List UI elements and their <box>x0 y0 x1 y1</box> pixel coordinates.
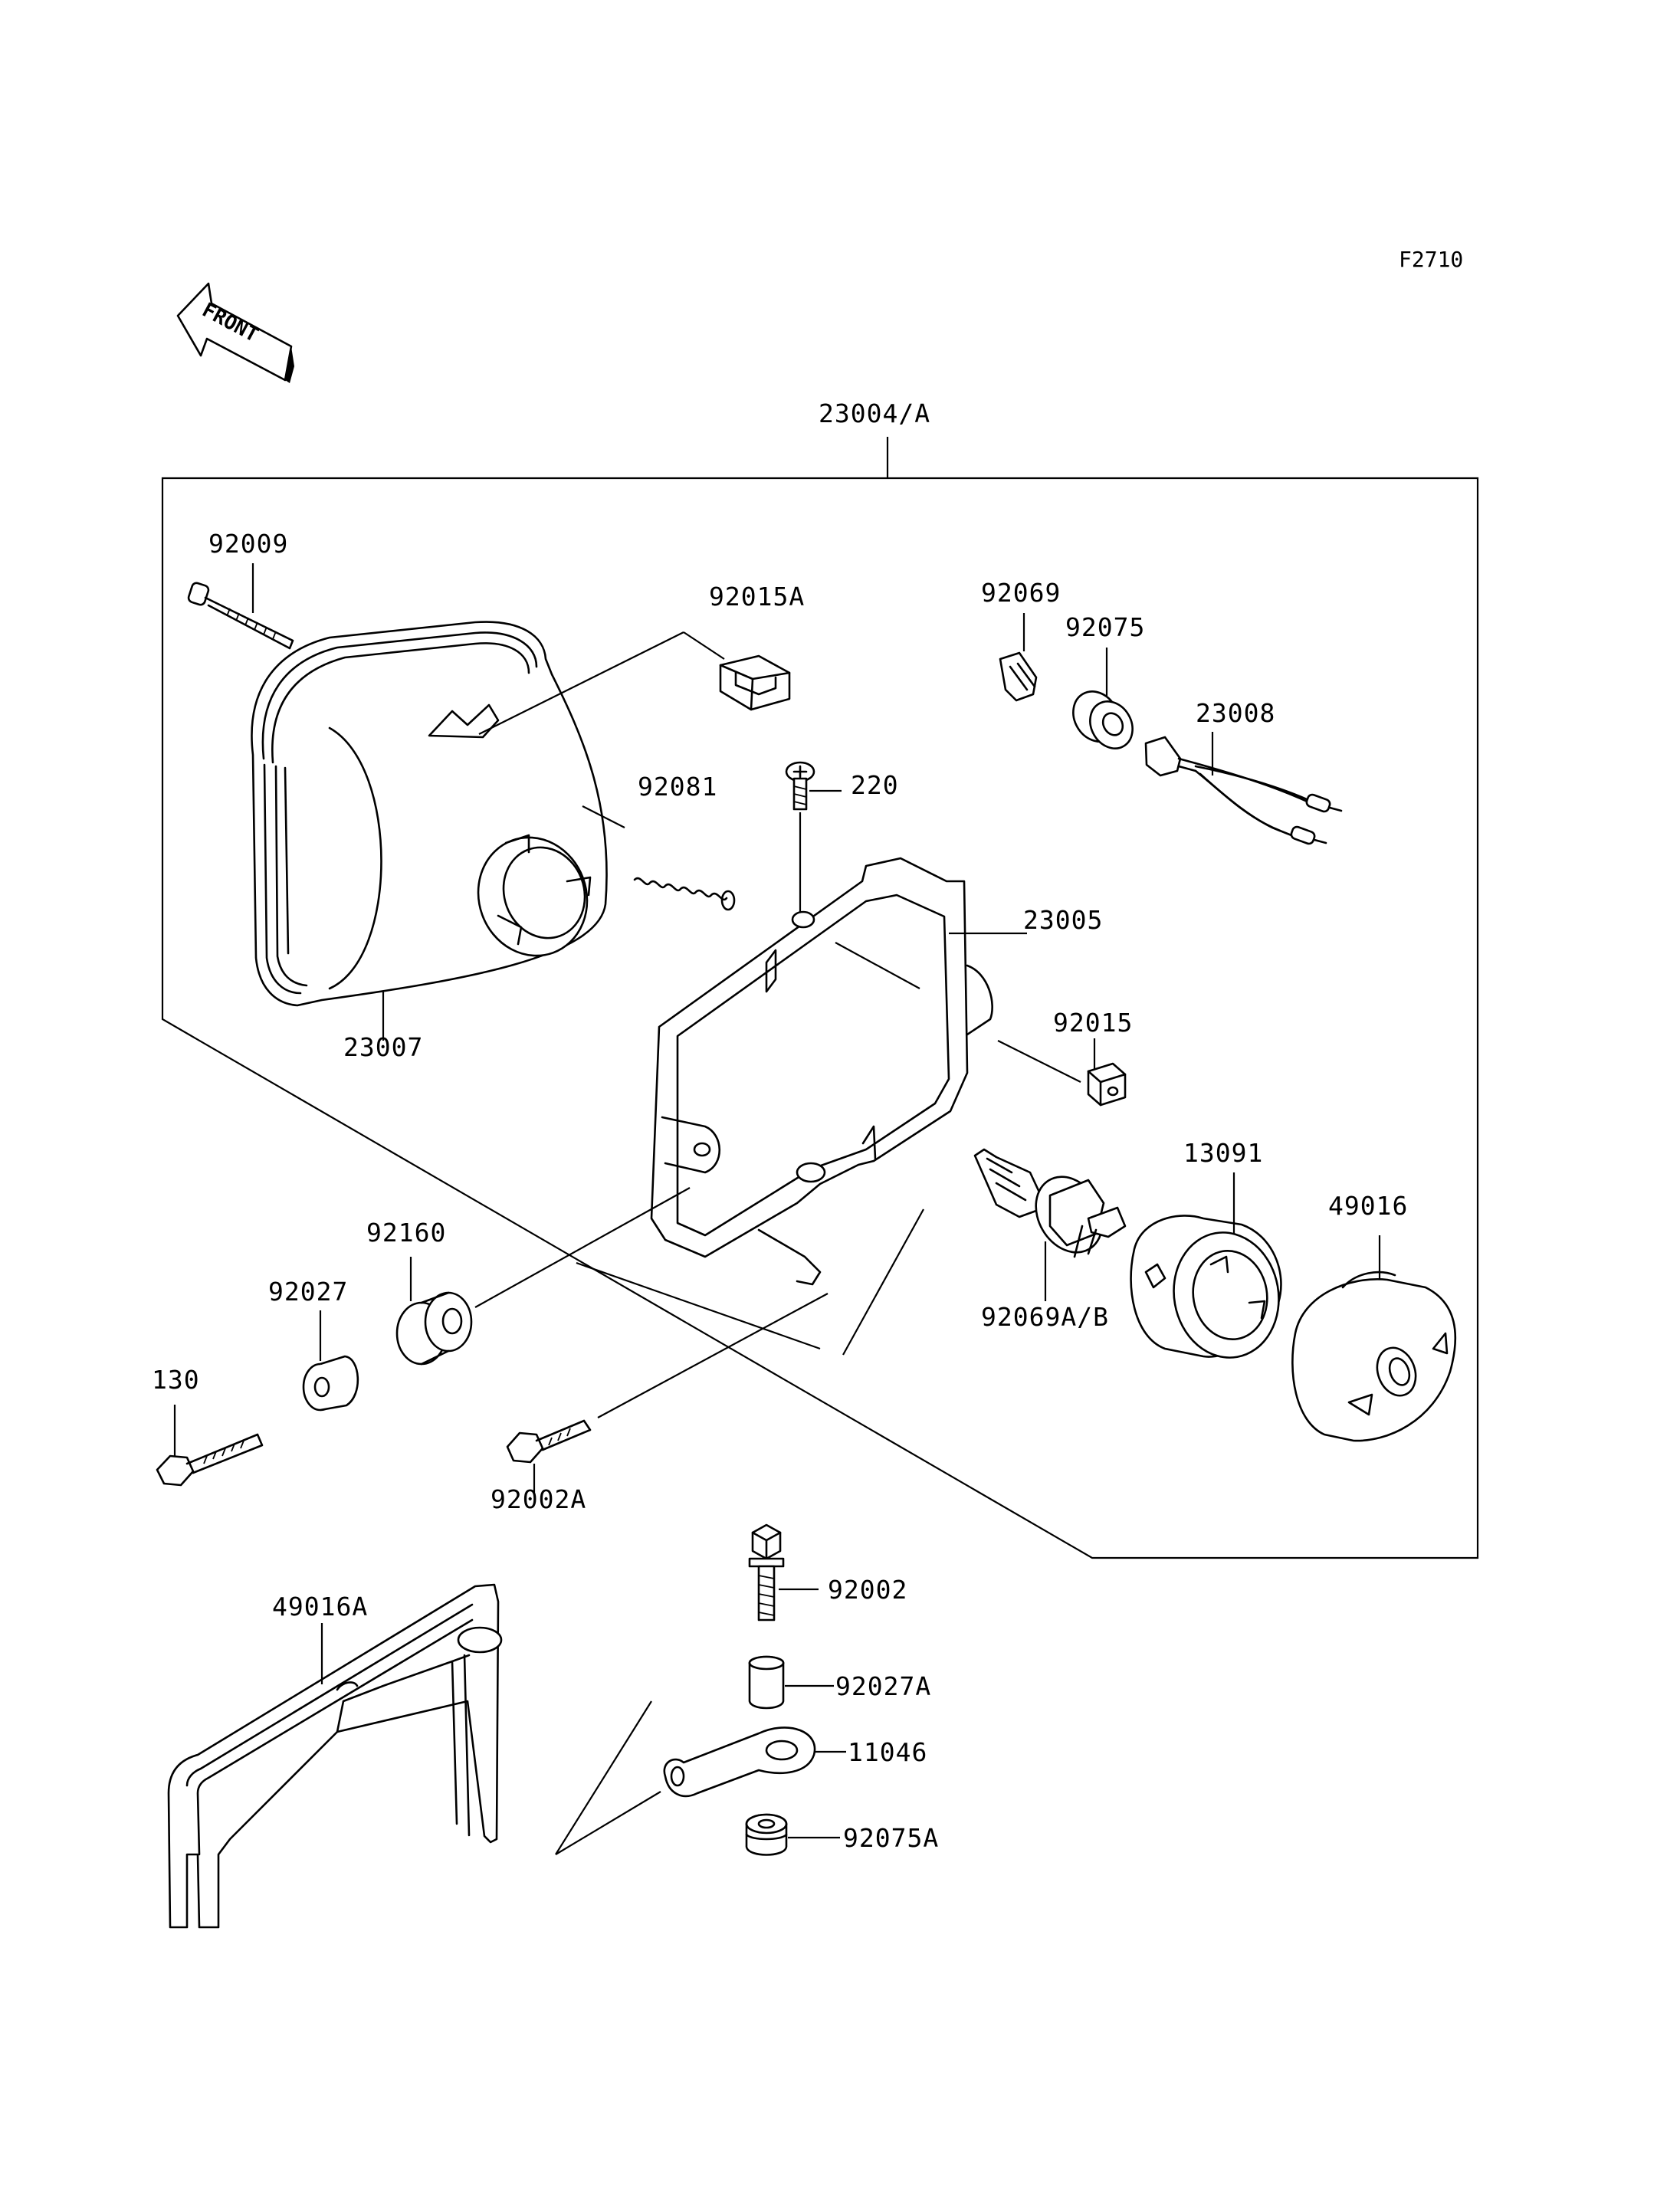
bolt-92002A <box>506 1293 829 1493</box>
label-13091: 13091 <box>1183 1138 1263 1168</box>
grommet-92075 <box>1072 648 1134 749</box>
bolt-92002 <box>748 1523 819 1622</box>
spacer-92027A <box>748 1655 834 1710</box>
grommet-92160 <box>395 1187 691 1366</box>
assembly-outline <box>161 437 1479 1559</box>
clip-92015A <box>478 631 791 735</box>
headlight-housing-23007 <box>251 621 608 1041</box>
label-23007: 23007 <box>343 1032 423 1062</box>
label-92069: 92069 <box>981 578 1061 608</box>
label-92015: 92015 <box>1053 1008 1133 1038</box>
label-92009: 92009 <box>208 529 288 559</box>
label-92069AB: 92069A/B <box>981 1302 1109 1332</box>
boot-49016 <box>1291 1235 1457 1442</box>
pointer-lines <box>555 1208 924 1855</box>
label-92160: 92160 <box>366 1218 446 1248</box>
part-labels: 23004/A 92009 92015A 92069 92075 23008 9… <box>152 398 1408 1853</box>
label-23005: 23005 <box>1023 905 1103 935</box>
label-130: 130 <box>152 1365 200 1395</box>
label-92027A: 92027A <box>835 1671 931 1701</box>
label-92075A: 92075A <box>843 1823 939 1853</box>
label-92027: 92027 <box>268 1277 348 1307</box>
label-23008: 23008 <box>1196 698 1275 728</box>
halogen-bulb-92069AB <box>973 1148 1127 1301</box>
nut-92015 <box>997 1038 1127 1107</box>
label-220: 220 <box>851 770 899 800</box>
screw-220 <box>785 761 842 916</box>
label-92002: 92002 <box>828 1575 907 1605</box>
label-92002A: 92002A <box>491 1484 586 1514</box>
figure-code: F2710 <box>1399 247 1463 272</box>
label-11046: 11046 <box>848 1737 927 1767</box>
label-23004A: 23004/A <box>819 398 930 428</box>
socket-13091 <box>1130 1172 1282 1359</box>
label-92015A: 92015A <box>709 582 805 612</box>
label-92075: 92075 <box>1065 612 1145 642</box>
cover-49016A <box>167 1583 503 1929</box>
bolt-130 <box>156 1405 264 1487</box>
spring-92081 <box>582 805 736 911</box>
front-arrow-icon: FRONT <box>176 282 294 383</box>
bulb-92069 <box>999 613 1038 702</box>
bracket-11046 <box>663 1726 846 1798</box>
label-49016: 49016 <box>1328 1191 1408 1221</box>
label-49016A: 49016A <box>272 1592 368 1622</box>
label-92081: 92081 <box>638 772 717 802</box>
frame-23005 <box>650 857 1027 1286</box>
socket-23008 <box>1144 732 1343 845</box>
collar-92027 <box>302 1310 359 1412</box>
grommet-92075A <box>745 1813 840 1856</box>
